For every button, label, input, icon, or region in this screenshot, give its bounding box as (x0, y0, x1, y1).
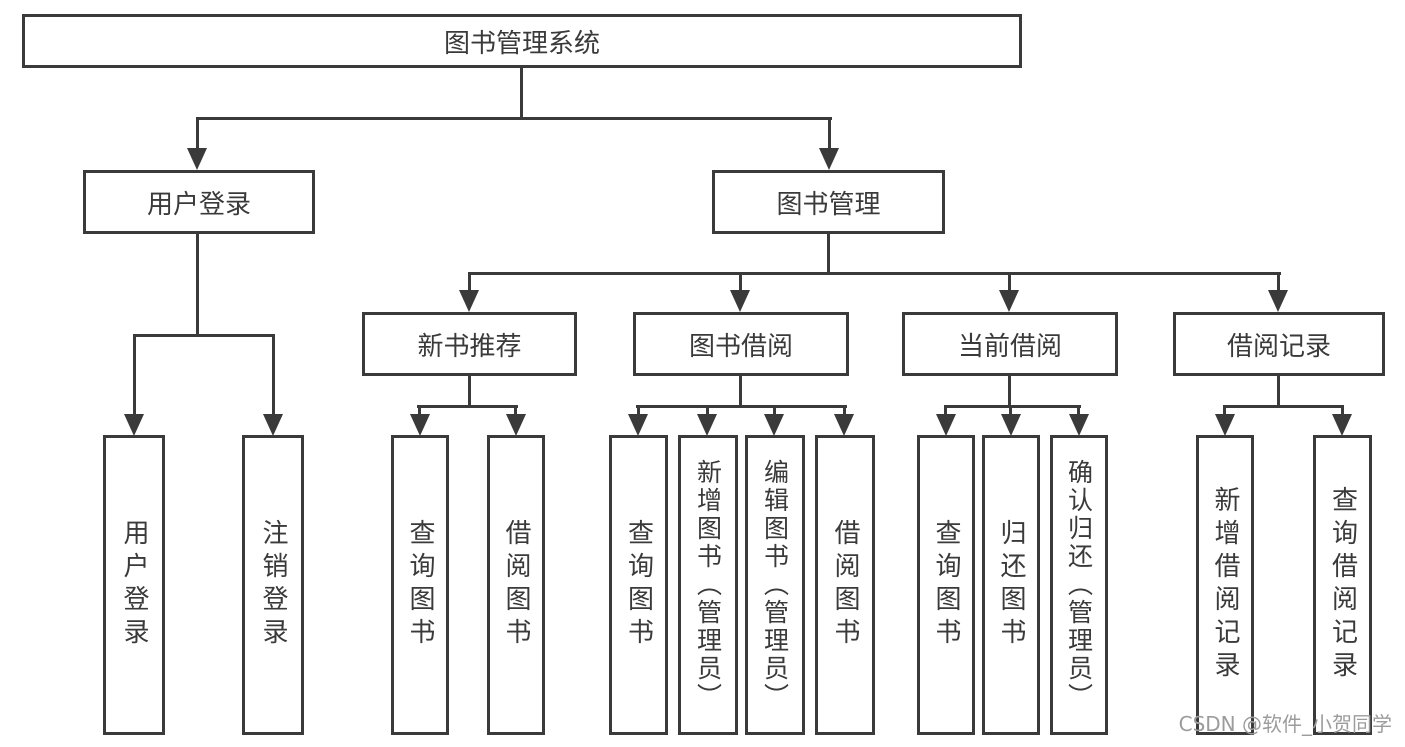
connector-level3-split (468, 272, 1281, 275)
connector-level2-split (196, 117, 832, 120)
leaf-newbooks-borrow: 借阅图书 (487, 435, 545, 735)
leaf-records-add: 新增借阅记录 (1196, 435, 1254, 735)
arrow-down-icon (1215, 414, 1235, 436)
arrow-down-icon (628, 414, 648, 436)
leaf-current-confirm-admin: 确认归还（管理员） (1050, 435, 1108, 735)
leaf-borrow-add-admin-label: 新增图书（管理员） (693, 459, 723, 711)
arrow-down-icon (1332, 414, 1352, 436)
connector-bookmgmt-stem (827, 233, 830, 275)
node-book-borrow: 图书借阅 (633, 312, 849, 376)
arrow-down-icon (936, 414, 956, 436)
node-book-management: 图书管理 (712, 170, 945, 234)
leaf-current-query: 查询图书 (917, 435, 975, 735)
arrow-down-icon (1001, 414, 1021, 436)
leaf-newbooks-query-label: 查询图书 (405, 519, 435, 651)
connector-borrowrecords-split (1223, 405, 1344, 408)
connector-borrowrecords-stem (1277, 375, 1280, 408)
arrow-down-icon (764, 414, 784, 436)
connector-currentborrow-stem (1008, 375, 1011, 408)
arrow-down-icon (834, 414, 854, 436)
leaf-current-confirm-admin-label: 确认归还（管理员） (1064, 459, 1094, 711)
arrow-down-icon (999, 290, 1019, 312)
connector-bookborrow-split (636, 405, 847, 408)
leaf-logout-label: 注销登录 (258, 519, 288, 651)
leaf-user-login: 用户登录 (103, 435, 165, 735)
leaf-user-login-label: 用户登录 (119, 519, 149, 651)
leaf-current-return-label: 归还图书 (996, 519, 1026, 651)
arrow-down-icon (124, 414, 144, 436)
connector-root-stem (520, 67, 523, 117)
node-library-system: 图书管理系统 (22, 14, 1022, 68)
connector-newbooks-stem (468, 375, 471, 408)
arrow-down-icon (506, 414, 526, 436)
node-borrow-records: 借阅记录 (1173, 312, 1385, 376)
connector-arm (637, 405, 640, 417)
connector-arm-borrowrecords (1277, 272, 1280, 292)
leaf-records-add-label: 新增借阅记录 (1210, 486, 1240, 684)
leaf-newbooks-borrow-label: 借阅图书 (501, 519, 531, 651)
leaf-borrow-add-admin: 新增图书（管理员） (678, 435, 738, 735)
arrow-down-icon (1268, 290, 1288, 312)
leaf-borrow-borrow-label: 借阅图书 (830, 519, 860, 651)
leaf-borrow-borrow: 借阅图书 (815, 435, 875, 735)
connector-arm-currentborrow (1008, 272, 1011, 292)
connector-currentborrow-split (944, 405, 1081, 408)
connector-userlogin-split (133, 334, 275, 337)
leaf-logout: 注销登录 (242, 435, 304, 735)
arrow-down-icon (730, 290, 750, 312)
leaf-current-return: 归还图书 (982, 435, 1040, 735)
csdn-watermark: CSDN @软件_小贺同学 (1178, 712, 1392, 736)
arrow-down-icon (1069, 414, 1089, 436)
leaf-borrow-query-label: 查询图书 (623, 519, 654, 651)
connector-arm (1223, 405, 1226, 417)
connector-arm (1009, 405, 1012, 417)
connector-arm (514, 405, 517, 417)
leaf-records-query: 查询借阅记录 (1313, 435, 1372, 735)
connector-newbooks-split (417, 405, 518, 408)
leaf-borrow-edit-admin-label: 编辑图书（管理员） (760, 459, 790, 711)
arrow-down-icon (459, 290, 479, 312)
connector-arm-bookborrow (739, 272, 742, 292)
arrow-down-icon (819, 148, 839, 170)
connector-arm-leaf-logout (272, 334, 275, 417)
connector-arm (706, 405, 709, 417)
connector-arm (1341, 405, 1344, 417)
arrow-down-icon (263, 414, 283, 436)
arrow-down-icon (410, 414, 430, 436)
leaf-current-query-label: 查询图书 (931, 519, 961, 651)
connector-userlogin-stem (196, 233, 199, 337)
connector-arm-leaf-userlogin (133, 334, 136, 417)
node-user-login: 用户登录 (83, 170, 315, 234)
leaf-newbooks-query: 查询图书 (391, 435, 449, 735)
leaf-borrow-query: 查询图书 (609, 435, 668, 735)
node-new-book-recommend: 新书推荐 (362, 312, 577, 376)
connector-arm-newbooks (468, 272, 471, 292)
connector-arm (773, 405, 776, 417)
connector-arm (843, 405, 846, 417)
connector-arm-user-login (196, 117, 199, 150)
arrow-down-icon (697, 414, 717, 436)
node-current-borrow: 当前借阅 (902, 312, 1118, 376)
connector-arm (418, 405, 421, 417)
leaf-records-query-label: 查询借阅记录 (1327, 486, 1358, 684)
connector-arm (1077, 405, 1080, 417)
connector-bookborrow-stem (739, 375, 742, 408)
connector-arm-book-mgmt (828, 117, 831, 150)
leaf-borrow-edit-admin: 编辑图书（管理员） (745, 435, 805, 735)
connector-arm (944, 405, 947, 417)
arrow-down-icon (187, 148, 207, 170)
